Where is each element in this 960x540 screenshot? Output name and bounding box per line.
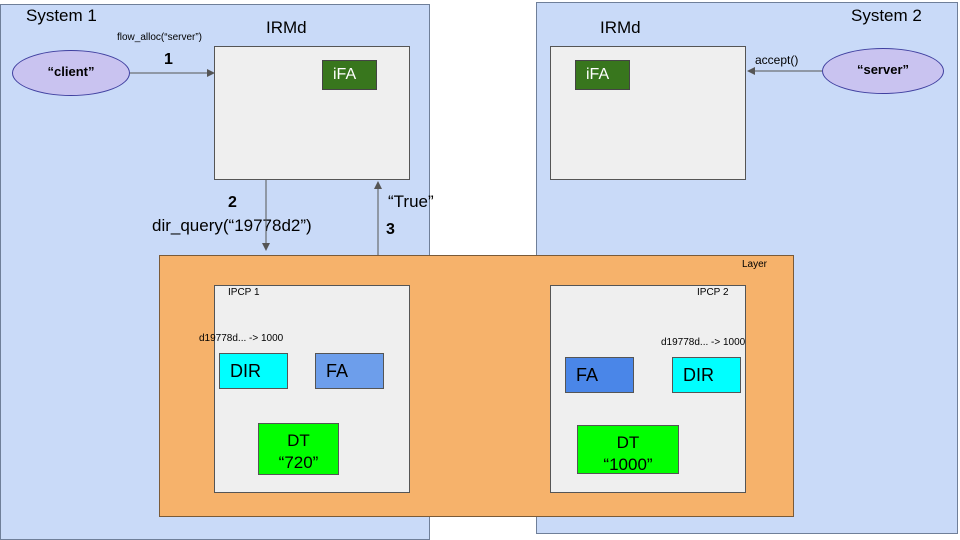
- ipcp-1-dir: DIR: [219, 353, 288, 389]
- step-1-number: 1: [164, 51, 173, 68]
- ipcp-2-label: IPCP 2: [697, 287, 729, 298]
- system-1-irmd-label: IRMd: [266, 18, 307, 37]
- flow-alloc-label: flow_alloc(“server”): [117, 32, 203, 43]
- server-process: “server”: [822, 48, 944, 94]
- ipcp-2-fa: FA: [565, 357, 634, 393]
- layer-label: Layer: [742, 259, 768, 270]
- system-1-label: System 1: [26, 6, 97, 25]
- accept-label: accept(): [755, 53, 799, 67]
- ipcp-1-dir-mapping: d19778d... -> 1000: [199, 333, 284, 344]
- system-2-label: System 2: [851, 6, 922, 25]
- ipcp-1-fa: FA: [315, 353, 384, 389]
- ipcp-2-dt: DT “1000”: [577, 425, 679, 474]
- system-1-ifa: iFA: [322, 60, 377, 90]
- client-process: “client”: [12, 50, 130, 96]
- system-2-irmd-label: IRMd: [600, 18, 641, 37]
- system-2-ifa: iFA: [575, 60, 630, 90]
- ipcp-2-dir: DIR: [672, 357, 741, 393]
- system-1-irmd-box: [214, 46, 410, 180]
- true-result-label: “True”: [388, 192, 434, 211]
- ipcp-1-label: IPCP 1: [228, 287, 260, 298]
- step-3-number: 3: [386, 221, 395, 238]
- dir-query-call: dir_query(“19778d2”): [152, 216, 312, 235]
- step-2-number: 2: [228, 194, 237, 211]
- ipcp-1-dt: DT “720”: [258, 423, 339, 475]
- ipcp-2-dir-mapping: d19778d... -> 1000: [661, 337, 746, 348]
